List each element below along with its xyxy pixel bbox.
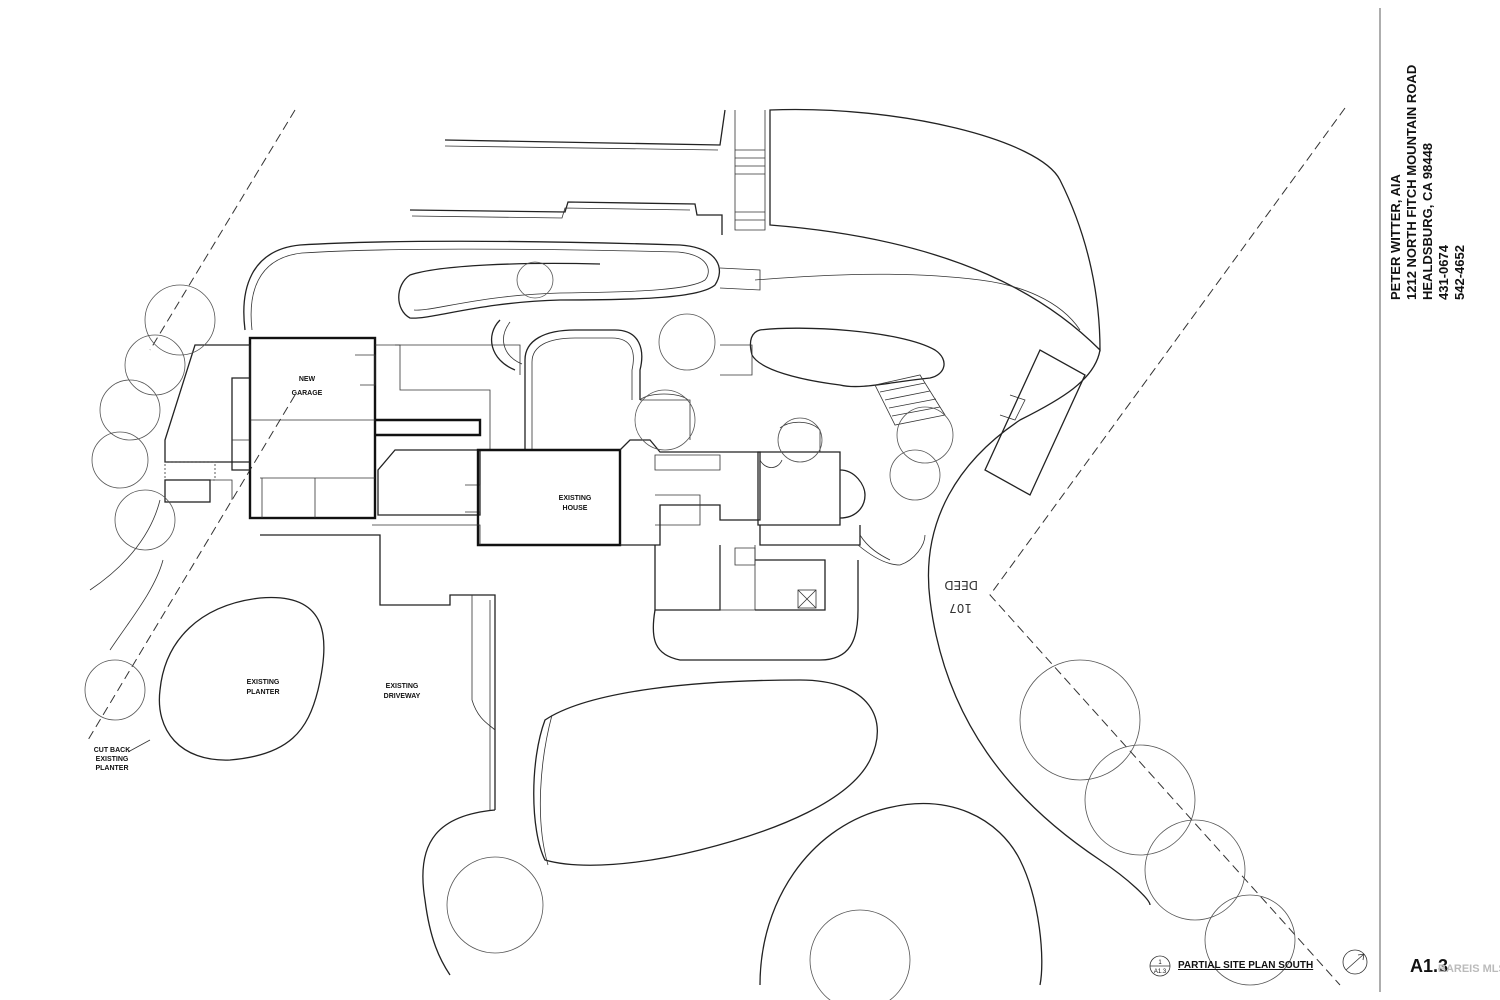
existing-house-building	[377, 393, 866, 611]
existing-house-label-2: HOUSE	[563, 505, 588, 512]
stair-east-treads	[879, 382, 941, 417]
connector-hall	[375, 344, 521, 450]
north-arrow-icon	[1342, 949, 1368, 975]
detail-bubble-number: 1	[1158, 960, 1162, 966]
upper-terrace-wall	[444, 109, 726, 146]
new-garage-label-1: NEW	[299, 376, 316, 383]
cut-back-label-3: PLANTER	[95, 765, 128, 772]
existing-driveway-label-1: EXISTING	[386, 683, 419, 690]
architect-name: PETER WITTER, AIA	[1388, 173, 1403, 300]
drawing-title: 1 A1.3 PARTIAL SITE PLAN SOUTH	[1149, 949, 1368, 977]
cut-back-leader	[127, 739, 151, 753]
new-garage-label-2: GARAGE	[292, 390, 323, 397]
architect-phone-2: 542-4652	[1452, 245, 1467, 300]
cut-back-label-2: EXISTING	[96, 756, 129, 763]
west-path-2	[109, 559, 164, 651]
stair-north	[734, 110, 766, 231]
existing-planter-label-2: PLANTER	[246, 689, 279, 696]
title-block: PETER WITTER, AIA 1212 NORTH FITCH MOUNT…	[1388, 65, 1467, 300]
east-outbuilding	[984, 349, 1086, 496]
east-driveway-edge	[927, 349, 1151, 906]
cut-back-label-1: CUT BACK	[94, 747, 131, 754]
architect-address: 1212 NORTH FITCH MOUNTAIN ROAD	[1404, 65, 1419, 300]
southwest-driveway	[422, 809, 496, 976]
east-lawn	[749, 327, 945, 388]
north-lawn	[769, 108, 1101, 352]
architect-phone-1: 431-0674	[1436, 244, 1451, 300]
existing-house-label-1: EXISTING	[559, 495, 592, 502]
detail-bubble-sheet: A1.3	[1154, 969, 1167, 975]
property-line-west	[87, 394, 296, 741]
watermark: BAREIS MLS	[1438, 963, 1500, 975]
south-lawn	[759, 802, 1043, 986]
deed-number: 107	[949, 601, 972, 615]
courtyard-arch-inner	[531, 337, 634, 450]
existing-planter-shape	[158, 596, 325, 761]
west-path	[89, 499, 161, 591]
path-steps-east	[719, 267, 761, 291]
lower-lawn	[533, 679, 878, 866]
property-line-northwest	[149, 109, 296, 351]
garden-path-outer	[243, 240, 720, 331]
east-lawn-steps	[720, 344, 753, 376]
courtyard-arch	[524, 329, 643, 450]
architect-city: HEALDSBURG, CA 98448	[1420, 143, 1435, 300]
garden-path-inner	[250, 248, 709, 331]
forecourt	[260, 524, 926, 810]
curved-stair-inner	[503, 321, 523, 365]
curved-stair-outer	[491, 319, 516, 371]
north-path	[754, 273, 1081, 331]
property-line-east	[989, 107, 1346, 986]
middle-terrace-wall	[409, 201, 723, 235]
east-outbuilding-notch	[999, 394, 1026, 421]
upper-terrace-edge	[444, 145, 719, 151]
deed-annotation: DEED 107	[944, 578, 978, 615]
sheet-number: A1.3	[1410, 956, 1448, 976]
existing-driveway-label-2: DRIVEWAY	[384, 693, 421, 700]
lower-lawn-path	[539, 714, 553, 866]
new-garage-building	[164, 336, 377, 520]
trees	[84, 261, 1296, 1000]
deed-label: DEED	[944, 578, 978, 592]
existing-planter-label-1: EXISTING	[247, 679, 280, 686]
drawing-caption: PARTIAL SITE PLAN SOUTH	[1178, 960, 1313, 971]
stair-treads-north	[735, 149, 765, 221]
middle-terrace-edge	[411, 207, 691, 219]
